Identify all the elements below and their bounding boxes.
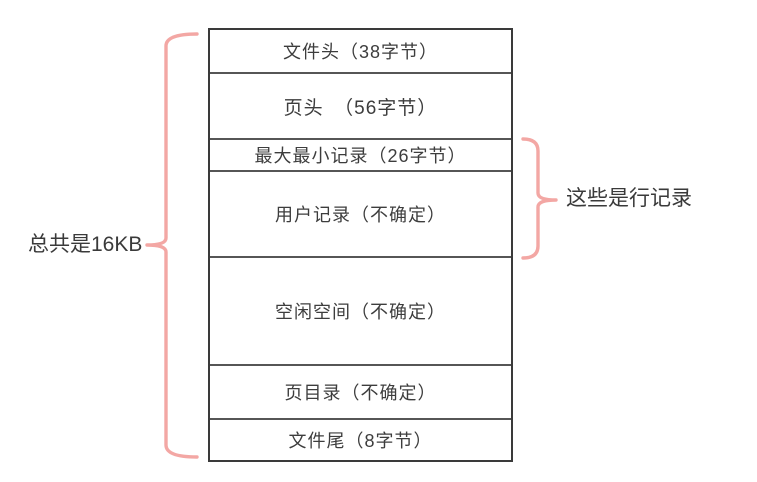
row-label: 文件尾（8字节）	[288, 431, 433, 451]
row-min-max-records: 最大最小记录（26字节）	[210, 140, 511, 172]
row-user-records: 用户记录（不确定）	[210, 172, 511, 258]
row-page-directory: 页目录（不确定）	[210, 366, 511, 420]
page-structure-box: 文件头（38字节） 页头 （56字节） 最大最小记录（26字节） 用户记录（不确…	[208, 28, 513, 462]
row-page-header: 页头 （56字节）	[210, 74, 511, 140]
row-file-header: 文件头（38字节）	[210, 30, 511, 74]
row-label: 最大最小记录（26字节）	[254, 146, 467, 166]
row-label: 用户记录（不确定）	[275, 205, 446, 225]
row-records-label: 这些是行记录	[566, 187, 692, 210]
row-label: 空闲空间（不确定）	[275, 302, 446, 322]
row-records-brace	[521, 137, 558, 260]
total-size-label: 总共是16KB	[28, 233, 143, 256]
row-free-space: 空闲空间（不确定）	[210, 258, 511, 366]
row-label: 文件头（38字节）	[282, 42, 439, 62]
row-label: 页头 （56字节）	[283, 97, 438, 119]
row-label: 页目录（不确定）	[284, 383, 437, 403]
total-size-brace	[145, 32, 199, 459]
row-file-trailer: 文件尾（8字节）	[210, 420, 511, 460]
